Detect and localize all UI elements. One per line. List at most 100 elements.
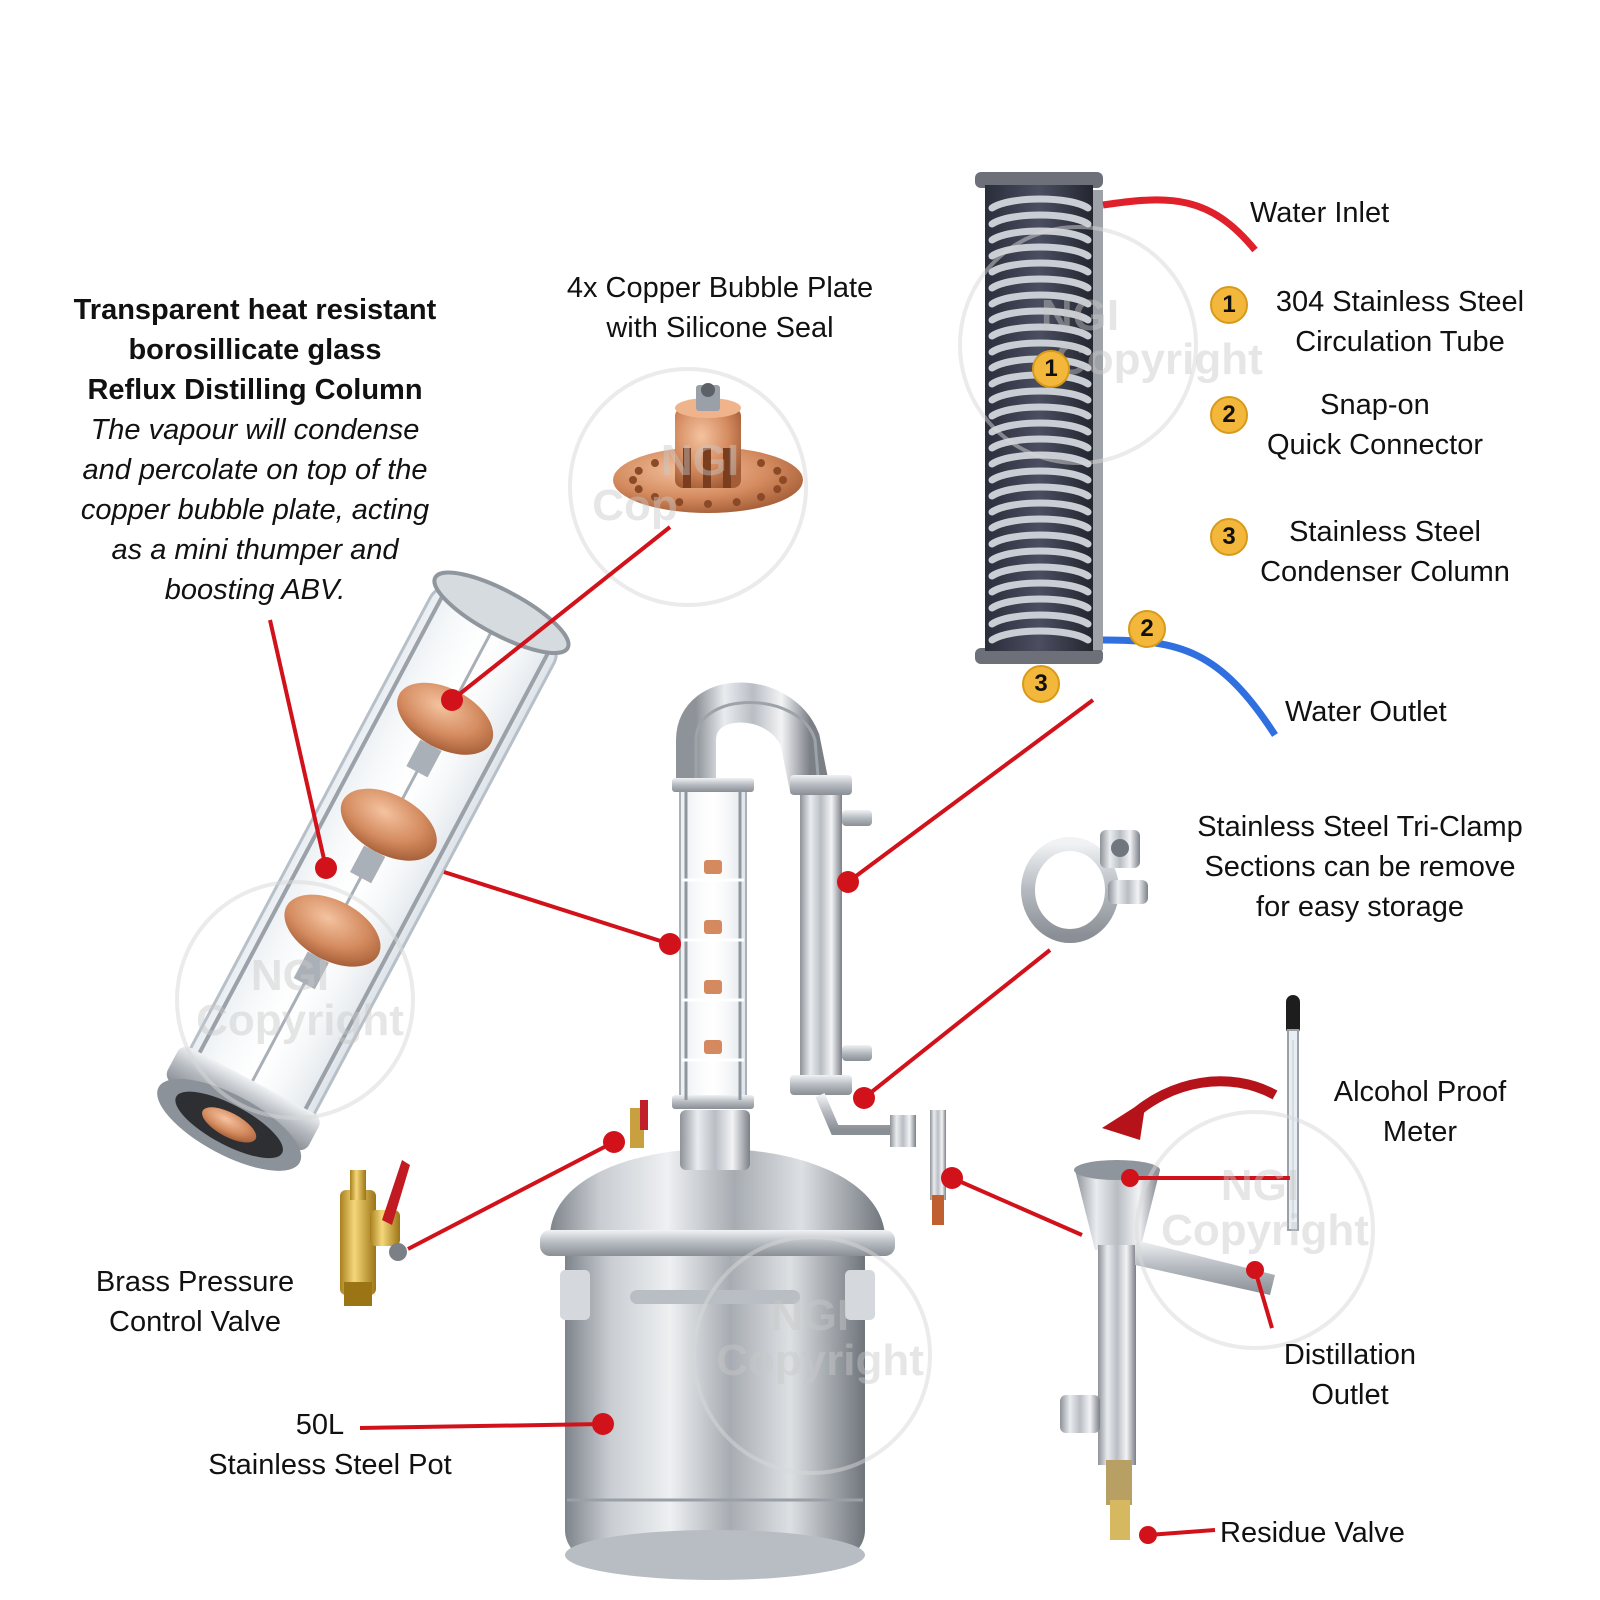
badge-1-on-condenser: 1	[1032, 350, 1070, 388]
plate-hole	[773, 466, 782, 475]
item-1-label: 304 Stainless Steel Circulation Tube	[1255, 282, 1545, 362]
coil-loop	[988, 275, 1092, 292]
plate-hole	[757, 459, 766, 468]
coil-loop	[988, 339, 1092, 356]
item-2-line: Quick Connector	[1267, 429, 1483, 461]
item-3-label: Stainless Steel Condenser Column	[1235, 512, 1535, 592]
plate-hole	[634, 485, 643, 494]
brass-valve-line: Brass Pressure	[95, 1266, 295, 1298]
watermark-text: Copyright	[1161, 1206, 1369, 1255]
pot-label: 50L Stainless Steel Pot	[185, 1405, 475, 1485]
plate-hole	[650, 492, 659, 501]
bubble-plate-label: 4x Copper Bubble Plate with Silicone Sea…	[535, 268, 905, 348]
coil-loop	[988, 435, 1092, 452]
item-1-line: 304 Stainless Steel	[1275, 286, 1525, 318]
coil-loop	[988, 547, 1092, 564]
copper-bubble-plate	[613, 383, 803, 513]
proof-meter-label: Alcohol Proof Meter	[1320, 1072, 1520, 1152]
coil-loop	[988, 483, 1092, 500]
coil-loop	[988, 195, 1092, 212]
condenser-column	[975, 172, 1103, 664]
badge-3: 3	[1210, 518, 1248, 556]
plate-hole	[732, 498, 741, 507]
plate-hole	[650, 459, 659, 468]
watermark-text: NGI	[1040, 291, 1120, 340]
glass-reflux-column	[157, 570, 571, 1171]
pot-line: 50L	[295, 1409, 345, 1441]
brass-valve-label: Brass Pressure Control Valve	[75, 1262, 315, 1342]
column-desc-line: The vapour will condense	[90, 414, 420, 446]
glass-column-description: Transparent heat resistant borosillicate…	[45, 290, 465, 610]
coil-loop	[988, 515, 1092, 532]
coil-loop	[988, 611, 1092, 628]
plate-hole	[757, 492, 766, 501]
distillation-outlet-line: Distillation	[1283, 1339, 1417, 1371]
watermark-text: NGI	[660, 436, 740, 485]
item-3-line: Stainless Steel	[1289, 516, 1481, 548]
watermark-text: NGI	[1220, 1161, 1300, 1210]
watermark-text: Copyright	[716, 1336, 924, 1385]
item-2-label: Snap-on Quick Connector	[1240, 385, 1510, 465]
tri-clamp	[1021, 830, 1148, 943]
insert-arrowhead	[1102, 1100, 1146, 1140]
tri-clamp-line: for easy storage	[1256, 891, 1464, 923]
bubble-plate-line: 4x Copper Bubble Plate	[566, 272, 874, 304]
coil-loop	[988, 307, 1092, 324]
coil-loop	[988, 531, 1092, 548]
badge-3-on-condenser: 3	[1022, 665, 1060, 703]
alcohol-proof-meter	[1286, 995, 1300, 1231]
pot-line: Stainless Steel Pot	[208, 1449, 452, 1481]
watermark-text: NGI	[770, 1291, 850, 1340]
tri-clamp-label: Stainless Steel Tri-Clamp Sections can b…	[1175, 807, 1545, 927]
plate-hole	[704, 500, 712, 508]
coil-loop	[988, 243, 1092, 260]
coil-loop	[988, 563, 1092, 580]
coil-loop	[988, 419, 1092, 436]
plate-hole	[675, 498, 684, 507]
item-3-line: Condenser Column	[1260, 556, 1510, 588]
distillation-outlet-line: Outlet	[1311, 1379, 1389, 1411]
column-title-line: Reflux Distilling Column	[87, 374, 423, 406]
proof-meter-line: Alcohol Proof	[1333, 1076, 1507, 1108]
watermark-text: Copyright	[196, 996, 404, 1045]
coil-loop	[988, 627, 1092, 644]
coil-loop	[988, 227, 1092, 244]
watermark-text: Cop	[592, 481, 678, 530]
coil-loop	[988, 499, 1092, 516]
coil-loop	[988, 595, 1092, 612]
column-desc-line: copper bubble plate, acting	[80, 494, 430, 526]
coil-loop	[988, 403, 1092, 420]
water-outlet-label: Water Outlet	[1285, 696, 1447, 728]
coil-loop	[988, 323, 1092, 340]
coil-loop	[988, 259, 1092, 276]
badge-1: 1	[1210, 286, 1248, 324]
column-desc-line: boosting ABV.	[164, 574, 346, 606]
water-inlet-label: Water Inlet	[1250, 197, 1390, 229]
column-title-line: Transparent heat resistant	[73, 294, 437, 326]
water-outlet-hose	[1102, 636, 1278, 737]
badge-2: 2	[1210, 396, 1248, 434]
badge-2-on-condenser: 2	[1128, 610, 1166, 648]
coil-loop	[988, 579, 1092, 596]
plate-hole	[779, 476, 787, 484]
residue-valve-label: Residue Valve	[1220, 1517, 1405, 1549]
coil-loop	[988, 467, 1092, 484]
brass-pressure-valve	[340, 1160, 410, 1306]
column-desc-line: as a mini thumper and	[111, 534, 399, 566]
coil-loop	[988, 211, 1092, 228]
coil-loop	[988, 387, 1092, 404]
distillation-outlet-label: Distillation Outlet	[1265, 1335, 1435, 1415]
tri-clamp-line: Stainless Steel Tri-Clamp	[1197, 811, 1523, 843]
bubble-plate-line: with Silicone Seal	[606, 312, 834, 344]
tri-clamp-line: Sections can be remove	[1204, 851, 1516, 883]
watermark-text: Copyright	[1055, 335, 1263, 384]
item-2-line: Snap-on	[1320, 389, 1430, 421]
brass-valve-line: Control Valve	[109, 1306, 281, 1338]
plate-hole	[629, 476, 637, 484]
plate-hole	[773, 485, 782, 494]
item-1-line: Circulation Tube	[1295, 326, 1505, 358]
column-title-line: borosillicate glass	[128, 334, 382, 366]
plate-hole	[634, 466, 643, 475]
coil-loop	[988, 291, 1092, 308]
